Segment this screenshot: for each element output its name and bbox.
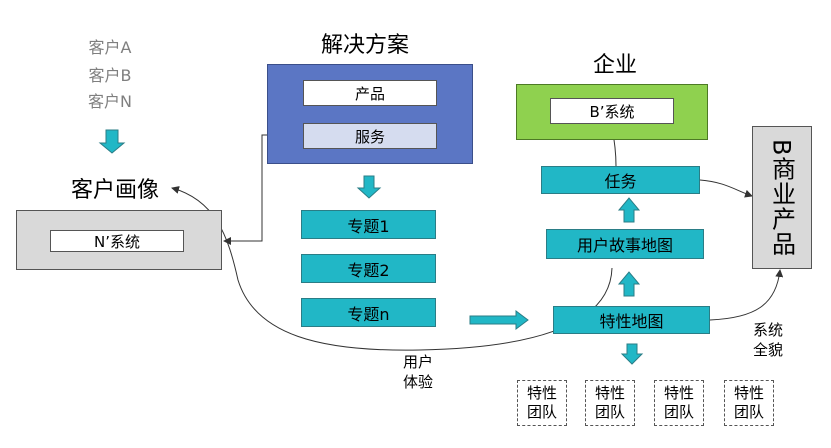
enterprise-box: B’系统 <box>516 84 708 140</box>
story-map-box: 用户故事地图 <box>546 229 704 259</box>
feature-map-box: 特性地图 <box>553 306 710 334</box>
arrow-up-to-story <box>617 271 641 297</box>
feature-team-2: 特性 团队 <box>585 380 635 426</box>
b-product-label: B商业产品 <box>767 138 796 257</box>
topic-2-box: 专题2 <box>301 254 436 283</box>
customer-n-label: 客户N <box>88 92 132 111</box>
feature-team-1: 特性 团队 <box>517 380 567 426</box>
arrow-up-to-task <box>617 197 641 223</box>
customer-b-label: 客户B <box>88 66 132 85</box>
user-experience-label: 用户 体验 <box>402 353 433 391</box>
solution-title: 解决方案 <box>320 33 409 58</box>
product-box: 产品 <box>303 80 437 106</box>
solution-box: 产品 服务 <box>267 64 473 164</box>
customer-a-label: 客户A <box>88 38 132 57</box>
arrow-down-solution <box>356 175 382 199</box>
b-product-box: B商业产品 <box>752 126 812 269</box>
customer-portrait-box: N’系统 <box>16 210 222 270</box>
n-system-box: N’系统 <box>50 230 184 252</box>
system-overview-label: 系统 全貌 <box>752 321 783 359</box>
task-box: 任务 <box>541 166 700 194</box>
service-box: 服务 <box>303 123 437 149</box>
arrow-right-topics <box>469 310 529 330</box>
arrow-down-to-teams <box>620 343 644 365</box>
feature-team-4: 特性 团队 <box>724 380 774 426</box>
arrow-down-customers <box>98 129 126 154</box>
b-system-box: B’系统 <box>550 98 674 124</box>
feature-team-3: 特性 团队 <box>654 380 704 426</box>
enterprise-title: 企业 <box>592 53 637 78</box>
task-to-product-line <box>699 179 753 198</box>
topic-1-box: 专题1 <box>301 210 436 239</box>
topic-n-box: 专题n <box>301 298 436 327</box>
featuremap-to-product-line <box>709 269 784 321</box>
customer-portrait-title: 客户画像 <box>70 178 159 203</box>
